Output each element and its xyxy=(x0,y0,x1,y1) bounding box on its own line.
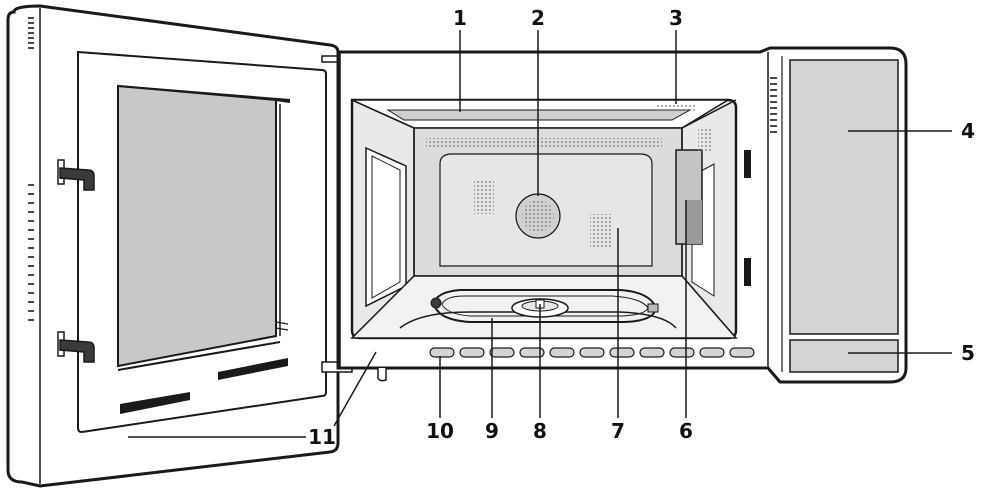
callout-4: 4 xyxy=(961,119,975,143)
door-bottom-slot-right xyxy=(218,358,288,380)
right-wall-dots xyxy=(698,128,712,152)
callout-6: 6 xyxy=(679,419,693,443)
door-window xyxy=(117,84,277,368)
door-edge-vents xyxy=(28,17,34,321)
door-open-button xyxy=(789,339,899,373)
callout-1: 1 xyxy=(453,6,467,30)
door-bottom-slot-left xyxy=(120,392,190,414)
latch-slot-top xyxy=(744,150,751,178)
callout-2: 2 xyxy=(531,6,545,30)
leader-lines xyxy=(128,30,952,438)
panel-side-vents xyxy=(770,77,777,133)
callout-5: 5 xyxy=(961,341,975,365)
callout-10: 10 xyxy=(426,419,454,443)
back-vent-right xyxy=(590,214,612,248)
latch-slot-bottom xyxy=(744,258,751,286)
door-window-top-edge xyxy=(117,85,291,103)
grill-heater xyxy=(386,109,692,121)
door-latch-marks xyxy=(275,321,289,331)
roller-wheel-right xyxy=(647,303,659,313)
callout-labels: 1 2 3 4 5 6 7 8 9 10 11 xyxy=(308,6,975,449)
control-panel xyxy=(789,59,899,335)
back-vent-left xyxy=(474,180,494,214)
callout-3: 3 xyxy=(669,6,683,30)
roller-wheel-left xyxy=(430,297,442,309)
door-hook-top xyxy=(57,159,95,191)
cabinet xyxy=(321,46,908,384)
door-window-bottom-edge xyxy=(117,341,281,371)
cabinet-foot xyxy=(377,368,387,382)
front-vent-row xyxy=(429,347,755,358)
callout-8: 8 xyxy=(533,419,547,443)
ceiling-right-dots xyxy=(656,104,696,112)
door xyxy=(6,4,340,488)
leader-11b xyxy=(333,351,377,427)
callout-7: 7 xyxy=(611,419,625,443)
top-vent-dots xyxy=(426,138,662,148)
callout-9: 9 xyxy=(485,419,499,443)
callout-11: 11 xyxy=(308,425,336,449)
door-hook-bottom xyxy=(57,331,95,363)
